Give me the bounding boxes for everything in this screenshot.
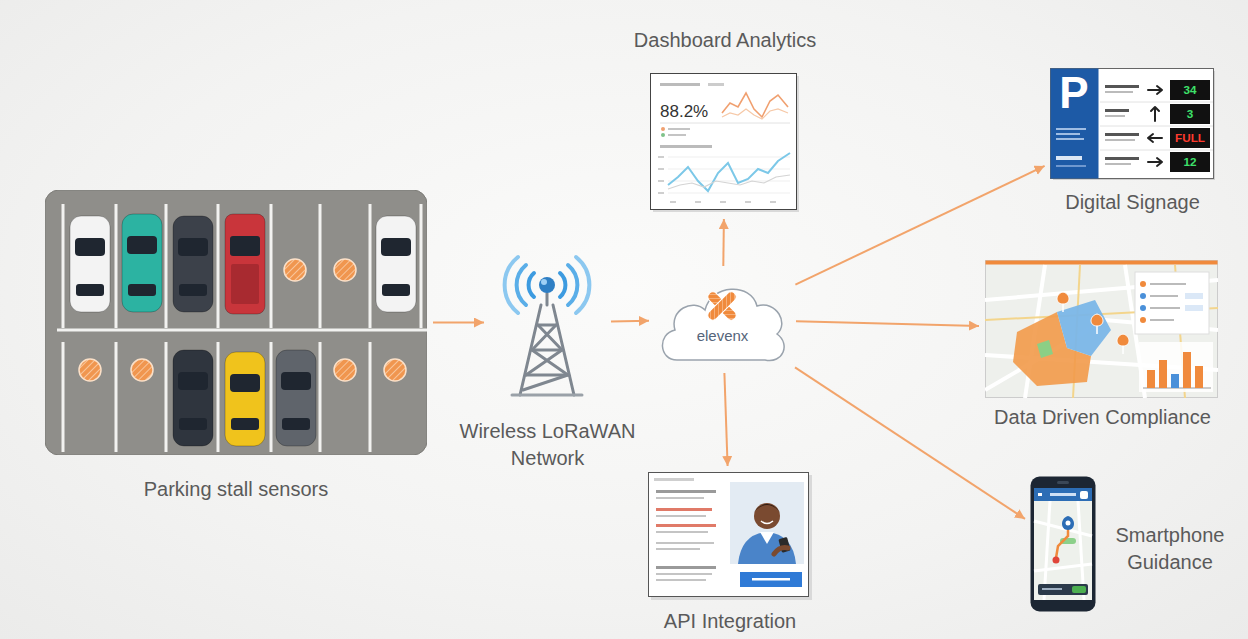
node-shape: [648, 472, 812, 600]
text-slot: 3: [1170, 104, 1210, 124]
node-shape: [45, 190, 427, 455]
text-slot: Dashboard Analytics: [620, 28, 830, 52]
parking-lot-illustration: [45, 190, 427, 455]
compliance-map: [985, 260, 1218, 398]
node-label: Digital Signage: [1040, 190, 1225, 214]
api-screen: [648, 472, 812, 600]
brand-name: elevenx: [655, 327, 790, 345]
node-label: Smartphone Guidance: [1105, 522, 1235, 576]
api-panel: API Integration: [640, 468, 820, 634]
flow-arrow: [796, 321, 979, 326]
node-shape: [1030, 476, 1096, 612]
node-label: Data Driven Compliance: [975, 405, 1230, 429]
text-slot: Smartphone Guidance: [1105, 522, 1235, 576]
text-slot: P: [1052, 68, 1096, 119]
node-label: API Integration: [630, 609, 830, 633]
sign-count: 12: [1170, 152, 1210, 172]
text-slot: FULL: [1170, 128, 1210, 148]
radio-tower-icon: [490, 245, 605, 400]
text-slot: API Integration: [630, 609, 830, 633]
sign-count: 3: [1170, 104, 1210, 124]
text-slot: 34: [1170, 80, 1210, 100]
node-shape: [655, 272, 790, 367]
node-label: Dashboard Analytics: [620, 28, 830, 52]
stat-value: 88.2%: [660, 102, 720, 122]
text-slot: 12: [1170, 152, 1210, 172]
text-slot: Digital Signage: [1040, 190, 1225, 214]
smartphone-icon: [1030, 476, 1096, 612]
signage-panel: Digital Signage P 34 3FULL 12: [1040, 62, 1225, 220]
flow-arrow: [611, 320, 649, 323]
dashboard-panel: Dashboard Analytics88.2%: [640, 28, 810, 215]
sign-status: FULL: [1170, 128, 1210, 148]
text-slot: 88.2%: [660, 102, 720, 122]
lorawan-tower: Wireless LoRaWAN Network: [440, 240, 655, 475]
flow-arrow: [722, 219, 725, 266]
text-slot: Wireless LoRaWAN Network: [450, 418, 645, 472]
smartphone: Smartphone Guidance: [1025, 470, 1240, 620]
compliance-map: Data Driven Compliance: [975, 255, 1230, 435]
dashboard-screen: [650, 73, 800, 213]
node-shape: [985, 260, 1218, 398]
node-label: Wireless LoRaWAN Network: [450, 418, 645, 472]
text-slot: Data Driven Compliance: [975, 405, 1230, 429]
node-shape: [490, 245, 605, 400]
node-shape: [650, 73, 800, 213]
cloud-platform-icon: [655, 272, 790, 367]
text-slot: elevenx: [655, 327, 790, 345]
sensor-lot-photo: Parking stall sensors: [40, 185, 432, 510]
text-slot: Parking stall sensors: [40, 477, 432, 501]
sign-count: 34: [1170, 80, 1210, 100]
flow-arrow: [724, 373, 727, 466]
node-label: Parking stall sensors: [40, 477, 432, 501]
flow-arrow: [433, 322, 484, 324]
cloud-platform: elevenx: [655, 272, 790, 367]
parking-letter: P: [1052, 68, 1096, 119]
